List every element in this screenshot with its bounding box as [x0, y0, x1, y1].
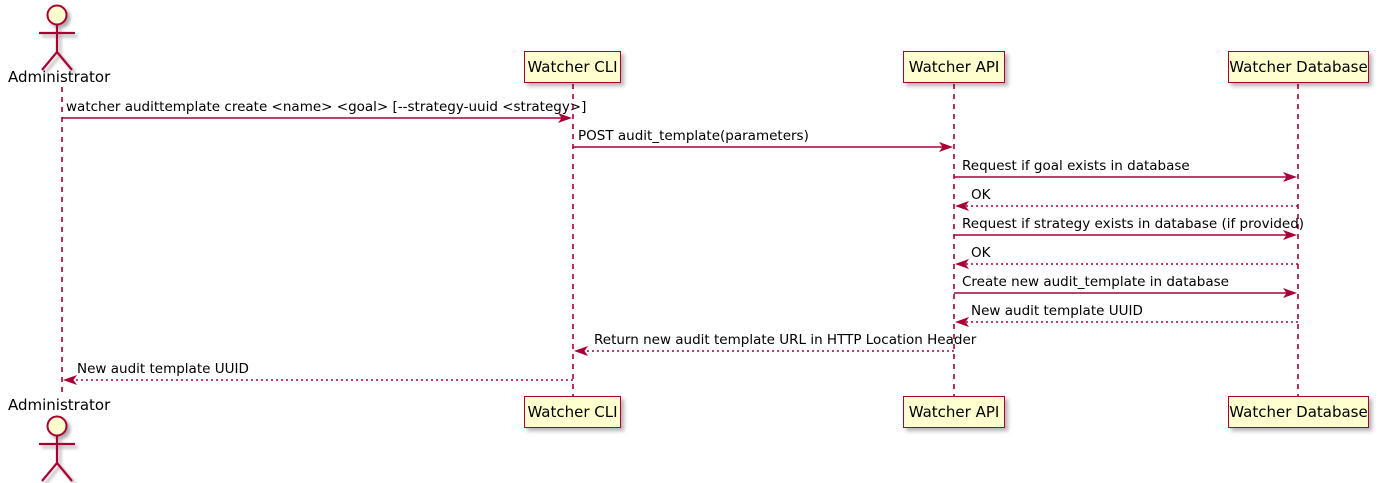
message-arrow-9	[574, 346, 954, 356]
message-arrow-2	[573, 142, 953, 152]
actor-label-administrator-top[interactable]: Administrator	[8, 68, 111, 86]
message-label-5: Request if strategy exists in database (…	[962, 216, 1305, 232]
participant-box-watcher-api-bottom[interactable]: Watcher API	[903, 396, 1005, 428]
message-arrow-7	[954, 288, 1297, 298]
actor-figure-administrator-top	[39, 4, 75, 71]
message-arrow-5	[954, 230, 1297, 240]
participant-box-watcher-database-top[interactable]: Watcher Database	[1228, 51, 1369, 83]
message-label-1: watcher audittemplate create <name> <goa…	[66, 99, 587, 115]
message-label-10: New audit template UUID	[77, 361, 249, 377]
participant-box-watcher-cli-top[interactable]: Watcher CLI	[524, 51, 621, 83]
message-arrow-6	[955, 259, 1298, 269]
message-label-8: New audit template UUID	[971, 303, 1143, 319]
message-arrow-1	[62, 113, 572, 123]
message-arrow-3	[954, 172, 1297, 182]
message-label-9: Return new audit template URL in HTTP Lo…	[594, 332, 977, 348]
message-arrow-4	[955, 201, 1298, 211]
participant-box-watcher-api-top[interactable]: Watcher API	[903, 51, 1005, 83]
actor-label-administrator-bottom[interactable]: Administrator	[8, 396, 111, 414]
message-arrow-10	[63, 375, 573, 385]
message-label-3: Request if goal exists in database	[962, 158, 1190, 174]
message-label-4: OK	[971, 187, 991, 203]
message-label-6: OK	[971, 245, 991, 261]
actor-figure-administrator-bottom	[39, 415, 75, 482]
message-label-2: POST audit_template(parameters)	[578, 128, 809, 144]
participant-box-watcher-cli-bottom[interactable]: Watcher CLI	[524, 396, 621, 428]
participant-box-watcher-database-bottom[interactable]: Watcher Database	[1228, 396, 1369, 428]
message-arrow-8	[955, 317, 1298, 327]
message-label-7: Create new audit_template in database	[962, 274, 1229, 290]
